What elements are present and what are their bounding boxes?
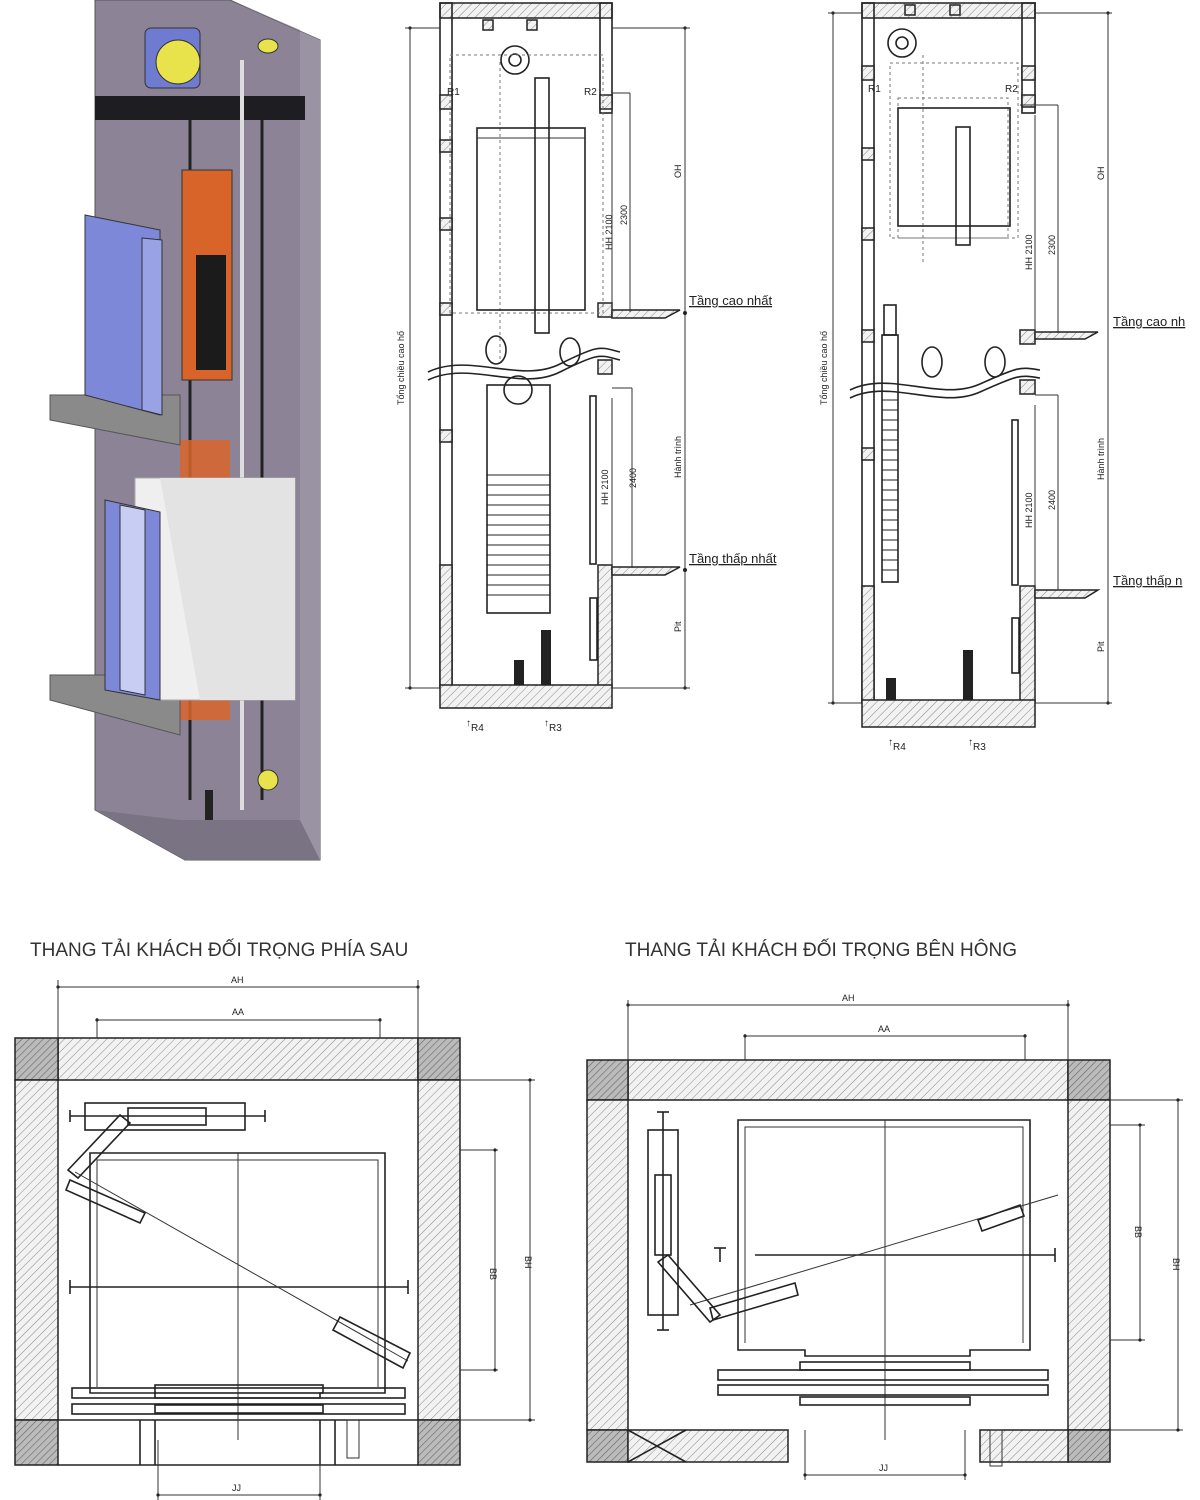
- plan-rear-counterweight: THANG TẢI KHÁCH ĐỐI TRỌNG PHÍA SAU: [14, 939, 535, 1500]
- total-height-label: Tổng chiều cao hố: [819, 331, 829, 405]
- door-height-upper: HH 2100: [1024, 234, 1034, 270]
- reaction-label-r4: R4: [471, 723, 484, 734]
- dimension-2300: 2300: [619, 205, 629, 225]
- total-height-label: Tổng chiều cao hố: [396, 331, 406, 405]
- car-outline: [737, 1119, 1031, 1357]
- svg-text:↑: ↑: [968, 737, 973, 748]
- door-height-lower: HH 2100: [1024, 492, 1034, 528]
- dimension-2400: 2400: [628, 468, 638, 488]
- dim-bh: BH: [523, 1256, 533, 1269]
- top-floor-label: Tầng cao nhất: [689, 293, 773, 308]
- plan-title: THANG TẢI KHÁCH ĐỐI TRỌNG PHÍA SAU: [30, 939, 408, 961]
- dim-ah: AH: [231, 975, 244, 985]
- dimension-2400: 2400: [1047, 490, 1057, 510]
- top-floor-label: Tầng cao nh: [1113, 314, 1185, 329]
- counterweight: [196, 255, 226, 370]
- reaction-label-r3: R3: [549, 723, 562, 734]
- reaction-label-r1: R1: [868, 84, 881, 95]
- reaction-label-r4: R4: [893, 742, 906, 753]
- dim-jj: JJ: [232, 1483, 241, 1493]
- buffer: [886, 678, 896, 700]
- oh-label: OH: [1096, 167, 1106, 181]
- travel-label: Hành trình: [673, 436, 683, 478]
- shaft-floor: [95, 810, 320, 860]
- shaft-side-wall: [230, 0, 320, 860]
- reaction-label-r2: R2: [584, 87, 597, 98]
- dim-jj: JJ: [879, 1463, 888, 1473]
- pit-label: Pit: [1096, 641, 1106, 652]
- elevation-side-counterweight: R1 R2 R4 R3 ↑ ↑ Tổng chiều cao hố OH Hành…: [819, 2, 1185, 753]
- dimension-2300: 2300: [1047, 235, 1057, 255]
- buffer: [205, 790, 213, 820]
- reaction-label-r3: R3: [973, 742, 986, 753]
- dim-aa: AA: [232, 1007, 244, 1017]
- side-counterweight: [881, 334, 899, 583]
- elevation-rear-counterweight: R1 R2 R4 R3 ↑ ↑ Tổng chiều cao hố OH Hành…: [396, 2, 777, 734]
- traction-sheave: [155, 39, 201, 85]
- reaction-label-r2: R2: [1005, 84, 1018, 95]
- buffer: [963, 650, 973, 700]
- elevator-3d-render: [49, 0, 321, 861]
- dim-bb: BB: [488, 1268, 498, 1280]
- overspeed-governor: [257, 38, 279, 54]
- door-height-lower: HH 2100: [600, 469, 610, 505]
- counterweight-blocks: [487, 474, 550, 596]
- counterweight-rail: [534, 77, 550, 334]
- dim-bh: BH: [1171, 1258, 1181, 1271]
- bottom-floor-label: Tầng thấp n: [1113, 573, 1182, 588]
- door-height-upper: HH 2100: [604, 214, 614, 250]
- dim-bb: BB: [1133, 1226, 1143, 1238]
- oh-label: OH: [673, 165, 683, 179]
- bottom-floor-label: Tầng thấp nhất: [689, 551, 777, 566]
- svg-text:↑: ↑: [888, 737, 893, 748]
- machine-beam: [95, 96, 305, 120]
- travel-label: Hành trình: [1096, 438, 1106, 480]
- reaction-label-r1: R1: [447, 87, 460, 98]
- buffer: [514, 660, 524, 685]
- dim-ah: AH: [842, 993, 855, 1003]
- governor-tension-pulley: [257, 769, 279, 791]
- buffer: [541, 630, 551, 685]
- dim-aa: AA: [878, 1024, 890, 1034]
- svg-text:↑: ↑: [544, 718, 549, 729]
- plan-side-counterweight: THANG TẢI KHÁCH ĐỐI TRỌNG BÊN HÔNG: [586, 939, 1183, 1480]
- svg-text:↑: ↑: [466, 718, 471, 729]
- pit-label: Pit: [673, 621, 683, 632]
- plan-title: THANG TẢI KHÁCH ĐỐI TRỌNG BÊN HÔNG: [625, 939, 1017, 961]
